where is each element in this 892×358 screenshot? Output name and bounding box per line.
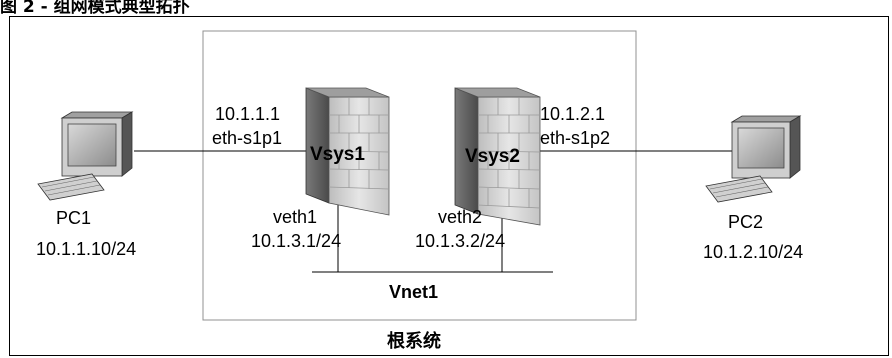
- pc1-label: PC1: [56, 208, 92, 228]
- pc2-label: PC2: [728, 212, 764, 232]
- root-system-box: [202, 30, 637, 321]
- vsys1-outer-interface: eth-s1p1: [212, 128, 283, 148]
- vnet1-label: Vnet1: [389, 282, 439, 302]
- outer-frame: [9, 16, 889, 356]
- computer-icon: [705, 115, 802, 203]
- vsys1-outer-ip: 10.1.1.1: [215, 104, 281, 124]
- firewall-icon: [454, 87, 541, 226]
- root-system-label: 根系统: [387, 331, 441, 352]
- firewall-icon: [305, 87, 390, 216]
- computer-icon: [37, 111, 134, 201]
- vsys1-inner-interface: veth1: [273, 207, 318, 227]
- vsys2-outer-ip: 10.1.2.1: [540, 104, 606, 124]
- vsys2-inner-interface: veth2: [438, 207, 483, 227]
- figure-caption: 图 2 - 组网模式典型拓扑: [0, 0, 190, 17]
- vsys2-outer-interface: eth-s1p2: [540, 128, 611, 148]
- vsys2-inner-ip: 10.1.3.2/24: [415, 231, 506, 251]
- vsys1-label: Vsys1: [310, 144, 365, 165]
- pc1-ip: 10.1.1.10/24: [36, 239, 137, 259]
- pc2-ip: 10.1.2.10/24: [703, 242, 804, 262]
- vsys1-inner-ip: 10.1.3.1/24: [251, 231, 342, 251]
- vsys2-label: Vsys2: [465, 146, 520, 167]
